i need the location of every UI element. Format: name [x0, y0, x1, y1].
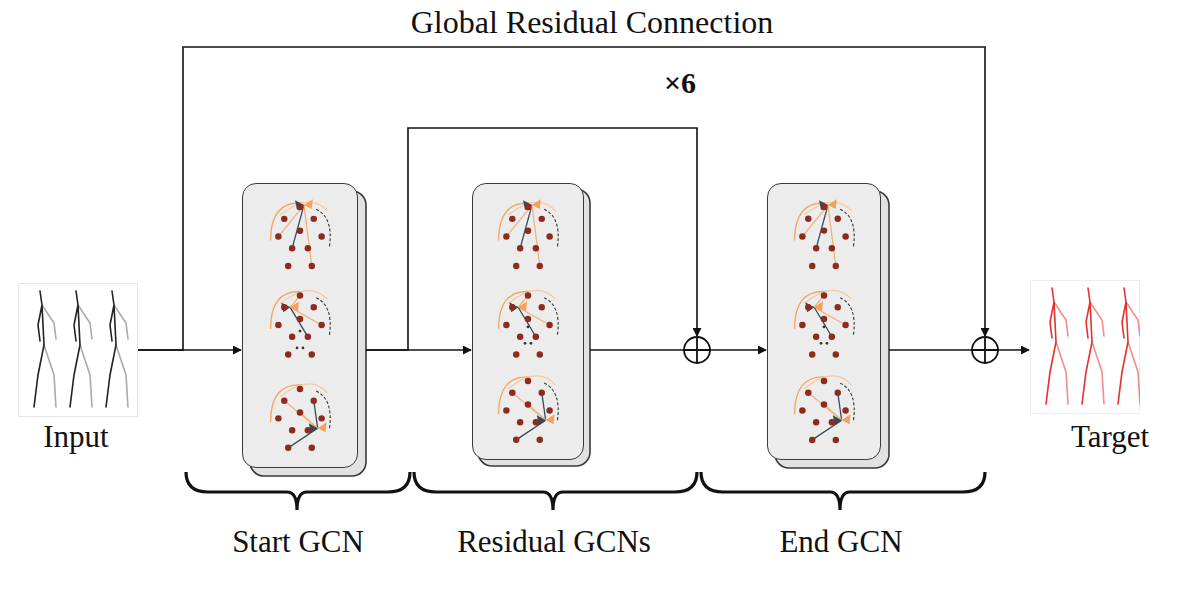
sum-circle: [684, 337, 710, 363]
connector: [889, 349, 1029, 351]
brace: [186, 472, 985, 510]
gcn-block: Start GCN: [242, 183, 358, 468]
gcn-block: End GCN: [767, 183, 881, 460]
block-label: Target: [1071, 419, 1149, 455]
graph-illustration: [473, 184, 583, 459]
sum-circle: [972, 337, 998, 363]
block-label: Residual GCNs: [457, 524, 651, 560]
block-label: Start GCN: [232, 524, 364, 560]
pose-sequence: Input: [18, 283, 138, 417]
skeleton-illustration: [1030, 280, 1140, 414]
block-label: Input: [43, 419, 108, 455]
connector-label: Global Residual Connection: [411, 4, 774, 41]
block-label: End GCN: [779, 524, 902, 560]
connector: [590, 349, 766, 351]
graph-illustration: [243, 184, 357, 467]
graph-illustration: [768, 184, 880, 459]
pose-sequence: Target: [1030, 280, 1140, 414]
connector-label: ×6: [664, 66, 696, 101]
skeleton-illustration: [18, 283, 138, 417]
gcn-block: Residual GCNs: [472, 183, 584, 460]
